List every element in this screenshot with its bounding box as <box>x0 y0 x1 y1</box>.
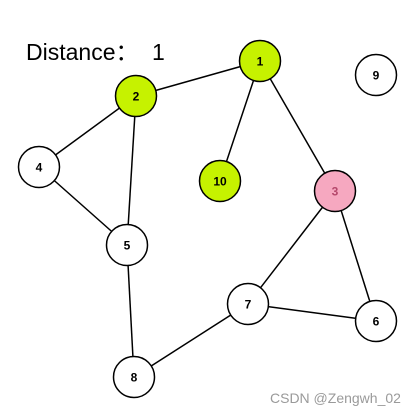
node-9-label: 9 <box>373 68 380 82</box>
node-2-circle <box>114 74 158 118</box>
node-4: 4 <box>17 145 61 189</box>
node-7-label: 7 <box>245 297 252 311</box>
edges <box>38 60 377 378</box>
node-2: 2 <box>114 74 158 118</box>
edge-1-3 <box>259 60 336 192</box>
node-6-circle <box>354 299 398 343</box>
node-10: 10 <box>198 159 242 203</box>
node-6: 6 <box>354 299 398 343</box>
node-7: 7 <box>226 282 270 326</box>
edge-5-8 <box>126 244 135 378</box>
node-1-circle <box>238 39 282 83</box>
node-3: 3 <box>313 169 357 213</box>
node-3-label: 3 <box>332 184 339 198</box>
watermark: CSDN @Zengwh_02 <box>270 390 401 406</box>
node-10-label: 10 <box>213 174 227 188</box>
edge-1-2 <box>135 60 261 97</box>
node-8: 8 <box>112 355 156 399</box>
node-6-label: 6 <box>373 314 380 328</box>
node-5-label: 5 <box>124 238 131 252</box>
node-3-circle <box>313 169 357 213</box>
node-9-circle <box>354 53 398 97</box>
node-8-label: 8 <box>131 370 138 384</box>
distance-label: Distance： <box>26 39 138 65</box>
node-1-label: 1 <box>257 54 264 68</box>
node-8-circle <box>112 355 156 399</box>
edge-2-5 <box>126 95 137 246</box>
edge-8-7 <box>133 303 249 378</box>
node-9: 9 <box>354 53 398 97</box>
node-4-label: 4 <box>36 160 43 174</box>
edge-7-6 <box>247 303 377 322</box>
node-7-circle <box>226 282 270 326</box>
edge-3-6 <box>334 190 377 322</box>
node-2-label: 2 <box>133 89 140 103</box>
edge-7-3 <box>247 190 336 305</box>
node-4-circle <box>17 145 61 189</box>
nodes: 1 2 3 4 5 6 7 8 9 10 <box>17 39 398 399</box>
node-5-circle <box>105 223 149 267</box>
node-10-circle <box>198 159 242 203</box>
distance-value: 1 <box>152 39 165 65</box>
node-5: 5 <box>105 223 149 267</box>
node-1: 1 <box>238 39 282 83</box>
